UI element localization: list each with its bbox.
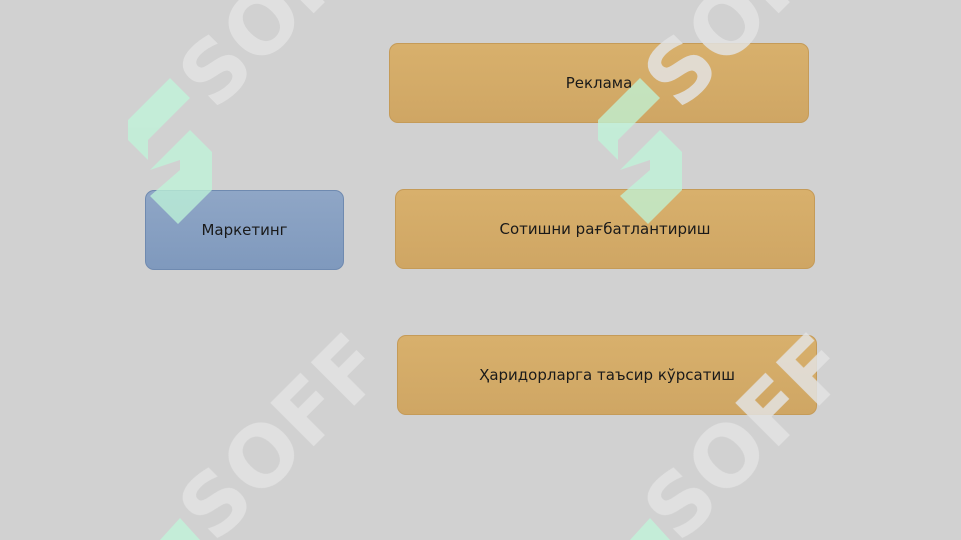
customer-influence-label: Ҳаридорларга таъсир кўрсатиш [479,366,735,384]
watermark-logo-icon [160,518,200,540]
marketing-box: Маркетинг [145,190,344,270]
watermark-text: SOFF [160,0,404,126]
advertising-box: Реклама [389,43,809,123]
sales-promotion-box: Сотишни рағбатлантириш [395,189,815,269]
customer-influence-box: Ҳаридорларга таъсир кўрсатиш [397,335,817,415]
marketing-label: Маркетинг [201,221,288,239]
advertising-label: Реклама [565,74,633,92]
sales-promotion-label: Сотишни рағбатлантириш [499,220,711,238]
watermark-text: SOFF [160,315,404,540]
watermark-logo-icon [630,518,670,540]
